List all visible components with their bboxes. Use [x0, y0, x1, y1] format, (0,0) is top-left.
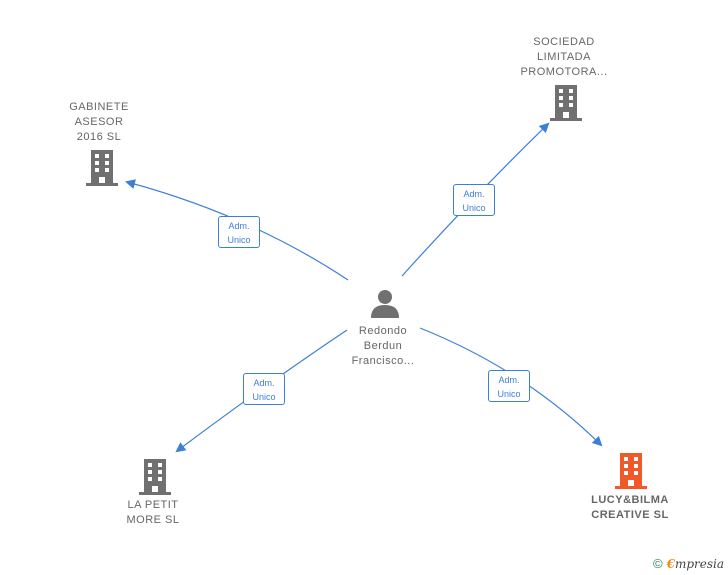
company-label-line: LIMITADA	[537, 51, 591, 63]
company-label-line: ASESOR	[74, 116, 124, 128]
company-label-line: LA PETIT	[127, 499, 179, 511]
role-badge-line: Unico	[462, 203, 486, 213]
brand-logo-rest: mpresia	[674, 557, 724, 571]
role-badge-line: Adm.	[228, 221, 250, 231]
role-badge-sociedad: Adm. Unico	[453, 184, 495, 216]
person-name-line: Francisco...	[351, 355, 415, 367]
role-badge-gabinete: Adm. Unico	[218, 216, 260, 248]
brand-footer[interactable]: ©€mpresia	[653, 556, 724, 571]
company-label-line: LUCY&BILMA	[591, 494, 669, 506]
role-badge-lucybilma: Adm. Unico	[488, 370, 530, 402]
company-label-line: CREATIVE SL	[591, 509, 669, 521]
company-label-line: PROMOTORA...	[520, 66, 608, 78]
role-badge-line: Adm.	[463, 189, 485, 199]
company-label-line: GABINETE	[69, 101, 129, 113]
company-label-line: 2016 SL	[76, 131, 122, 143]
person-name-line: Redondo	[358, 325, 408, 337]
building-icon[interactable]	[139, 459, 171, 495]
company-label-gabinete[interactable]: GABINETE ASESOR 2016 SL	[49, 100, 149, 145]
brand-logo-initial: €	[666, 557, 675, 571]
person-name[interactable]: Redondo Berdun Francisco...	[333, 324, 433, 369]
company-label-sociedad[interactable]: SOCIEDAD LIMITADA PROMOTORA...	[514, 35, 614, 80]
role-badge-line: Unico	[227, 235, 251, 245]
company-label-lapetit[interactable]: LA PETIT MORE SL	[103, 498, 203, 528]
role-badge-line: Adm.	[253, 378, 275, 388]
role-badge-line: Unico	[497, 389, 521, 399]
person-name-line: Berdun	[363, 340, 403, 352]
person-icon[interactable]	[369, 288, 401, 318]
building-icon[interactable]	[550, 85, 582, 121]
role-badge-lapetit: Adm. Unico	[243, 373, 285, 405]
company-label-line: SOCIEDAD	[533, 36, 595, 48]
copyright-icon: ©	[652, 556, 663, 571]
role-badge-line: Unico	[252, 392, 276, 402]
company-label-line: MORE SL	[126, 514, 180, 526]
building-icon[interactable]	[615, 453, 647, 489]
company-label-lucybilma[interactable]: LUCY&BILMA CREATIVE SL	[574, 493, 686, 523]
brand-logo: €mpresia	[667, 557, 724, 571]
building-icon[interactable]	[86, 150, 118, 186]
role-badge-line: Adm.	[498, 375, 520, 385]
